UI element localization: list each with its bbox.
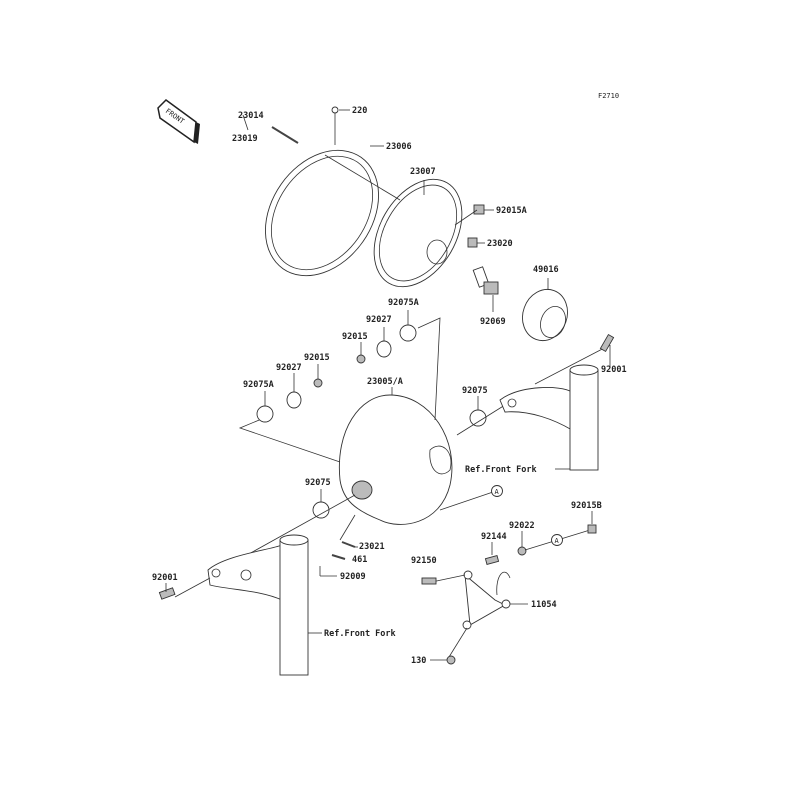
label-23021: 23021: [359, 542, 385, 552]
small-parts: [219, 310, 506, 577]
label-92150: 92150: [411, 556, 437, 566]
label-92015-top: 92015: [342, 332, 368, 342]
part-labels: 23014 220 23019 23006 23007 92015A 23020…: [152, 106, 627, 666]
label-92015B: 92015B: [571, 501, 602, 511]
reference-marker-a1: A: [491, 485, 503, 497]
label-92015A: 92015A: [496, 206, 527, 216]
label-23019: 23019: [232, 134, 258, 144]
headlight-bulb: [472, 266, 499, 312]
label-92075-right: 92075: [462, 386, 488, 396]
headlight-stay: [421, 491, 597, 665]
bulb-cover: [522, 278, 568, 342]
label-11054: 11054: [531, 600, 557, 610]
label-23020: 23020: [487, 239, 513, 249]
headlight-rim: [242, 106, 384, 277]
label-220: 220: [352, 106, 367, 116]
label-92001-right: 92001: [601, 365, 627, 375]
label-92027-mid: 92027: [276, 363, 302, 373]
label-92015-mid: 92015: [304, 353, 330, 363]
label-92022: 92022: [509, 521, 535, 531]
label-92001-left: 92001: [152, 573, 178, 583]
label-92144: 92144: [481, 532, 507, 542]
label-23007: 23007: [410, 167, 436, 177]
figure-code: F2710: [598, 92, 619, 100]
marker-a1-text: A: [495, 488, 500, 496]
front-direction-badge: FRONT: [157, 99, 200, 144]
label-92075A-mid: 92075A: [243, 380, 274, 390]
reference-marker-a2: A: [551, 534, 563, 546]
label-23006: 23006: [386, 142, 412, 152]
label-ref-front-fork-left: Ref.Front Fork: [324, 629, 396, 639]
label-23014: 23014: [238, 111, 264, 121]
label-23005A: 23005/A: [367, 377, 403, 387]
left-fork-bracket: [158, 534, 322, 676]
label-92027-top: 92027: [366, 315, 392, 325]
label-92075-left: 92075: [305, 478, 331, 488]
label-92009: 92009: [340, 572, 366, 582]
right-fork-bracket: [499, 333, 615, 471]
label-461: 461: [352, 555, 367, 565]
label-92069: 92069: [480, 317, 506, 327]
label-49016: 49016: [533, 265, 559, 275]
label-ref-front-fork-right: Ref.Front Fork: [465, 465, 537, 475]
headlight-unit: [324, 154, 494, 288]
headlight-shell: [238, 317, 453, 525]
marker-a2-text: A: [555, 537, 560, 545]
label-92075A-top: 92075A: [388, 298, 419, 308]
label-130: 130: [411, 656, 426, 666]
